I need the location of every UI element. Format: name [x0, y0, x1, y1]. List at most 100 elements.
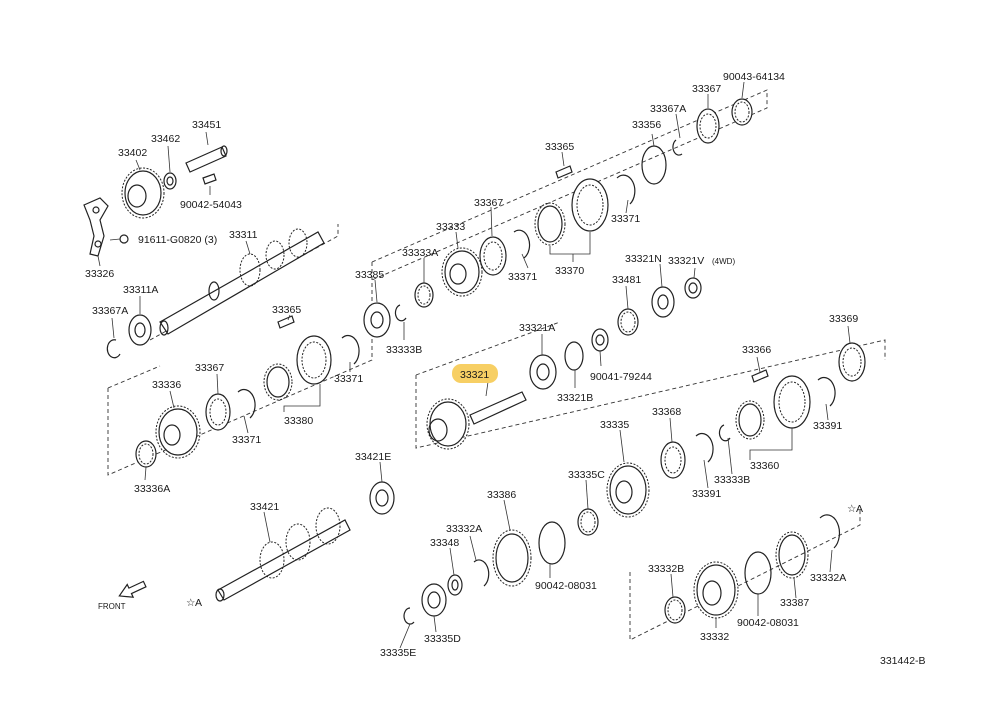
label-33348[interactable]: 33348: [430, 537, 459, 549]
label-91611[interactable]: 91611-G0820 (3): [138, 234, 217, 246]
ring-33367-mid[interactable]: [205, 393, 231, 431]
input-shaft-33321[interactable]: [426, 391, 527, 450]
label-33421E[interactable]: 33421E: [355, 451, 391, 463]
washer-90042-08031-left[interactable]: [538, 521, 566, 565]
bolt-91611[interactable]: [109, 234, 129, 244]
label-33451[interactable]: 33451: [192, 119, 221, 131]
bearing-33421E[interactable]: [369, 481, 395, 515]
label-90041-79244[interactable]: 90041-79244: [590, 371, 652, 383]
label-33333[interactable]: 33333: [436, 221, 465, 233]
bearing-33311A[interactable]: [128, 314, 152, 346]
bearing-33336A[interactable]: [135, 440, 157, 468]
key-90042-54043[interactable]: [202, 173, 217, 185]
ring-33367-far[interactable]: [696, 108, 720, 144]
label-33333A[interactable]: 33333A: [402, 247, 438, 259]
snap-ring-33367A-left[interactable]: [106, 339, 121, 359]
label-33311A[interactable]: 33311A: [123, 284, 158, 296]
label-33481[interactable]: 33481: [612, 274, 641, 286]
label-33367-mid[interactable]: 33367: [195, 362, 224, 374]
label-33335D[interactable]: 33335D: [424, 633, 461, 645]
label-33371-top2[interactable]: 33371: [611, 213, 640, 225]
label-33321B[interactable]: 33321B: [557, 392, 593, 404]
label-33391-mid[interactable]: 33391: [692, 488, 721, 500]
snap-ring-33367A-top[interactable]: [672, 139, 683, 156]
label-33367A-left[interactable]: 33367A: [92, 305, 128, 317]
key-33365-top[interactable]: [555, 165, 573, 179]
label-33336[interactable]: 33336: [152, 379, 181, 391]
label-33462[interactable]: 33462: [151, 133, 180, 145]
ring-33368[interactable]: [660, 441, 686, 479]
label-33402[interactable]: 33402: [118, 147, 147, 159]
gear-33386[interactable]: [492, 529, 532, 587]
label-33365-top[interactable]: 33365: [545, 141, 574, 153]
bearing-33321N[interactable]: [651, 286, 675, 318]
lever-33326[interactable]: [83, 197, 109, 257]
counter-shaft-33421[interactable]: [215, 507, 351, 602]
label-33371-top1[interactable]: 33371: [508, 271, 537, 283]
label-33380[interactable]: 33380: [284, 415, 313, 427]
bearing-33333A[interactable]: [414, 282, 434, 308]
label-33321N[interactable]: 33321N: [625, 253, 662, 265]
key-33365-mid[interactable]: [277, 315, 295, 329]
label-33326[interactable]: 33326: [85, 268, 114, 280]
snap-ring-33391-mid[interactable]: [695, 432, 714, 463]
shaft-33311[interactable]: [159, 228, 325, 336]
ring-33367-top[interactable]: [479, 236, 507, 276]
label-33321[interactable]: 33321: [460, 369, 489, 381]
label-33367A-top[interactable]: 33367A: [650, 103, 686, 115]
label-33321A[interactable]: 33321A: [519, 322, 555, 334]
snap-ring-33371-mid[interactable]: [341, 334, 360, 365]
bearing-33321V[interactable]: [684, 277, 702, 299]
ring-33369[interactable]: [838, 342, 866, 382]
label-33360[interactable]: 33360: [750, 460, 779, 472]
nut-90041-79244[interactable]: [591, 328, 609, 352]
snap-ring-33371-top1[interactable]: [513, 229, 531, 259]
snap-ring-33391-right[interactable]: [817, 376, 836, 407]
hub-33360[interactable]: [735, 375, 811, 440]
label-33311[interactable]: 33311: [229, 229, 258, 241]
label-90042-54043[interactable]: 90042-54043: [180, 199, 242, 211]
label-90042-08031-left[interactable]: 90042-08031: [535, 580, 597, 592]
pin-33451[interactable]: [185, 145, 228, 173]
label-33335C[interactable]: 33335C: [568, 469, 605, 481]
snap-ring-33371-low[interactable]: [237, 388, 256, 419]
label-33367-far[interactable]: 33367: [692, 83, 721, 95]
label-33370[interactable]: 33370: [555, 265, 584, 277]
label-33371-mid[interactable]: 33371: [334, 373, 363, 385]
label-33333B-mid[interactable]: 33333B: [714, 474, 750, 486]
snap-ring-33332A-left[interactable]: [473, 559, 490, 587]
bearing-33385[interactable]: [363, 302, 391, 338]
snap-ring-33332A-right[interactable]: [819, 514, 841, 549]
label-33356[interactable]: 33356: [632, 119, 661, 131]
label-33366[interactable]: 33366: [742, 344, 771, 356]
gear-33332[interactable]: [693, 561, 739, 619]
label-33368[interactable]: 33368: [652, 406, 681, 418]
label-33385[interactable]: 33385: [355, 269, 384, 281]
label-33321V[interactable]: 33321V: [668, 255, 704, 267]
label-33332A-left[interactable]: 33332A: [446, 523, 482, 535]
key-33366[interactable]: [751, 369, 769, 383]
bearing-33335D[interactable]: [421, 583, 447, 617]
bearing-90043-64134[interactable]: [731, 98, 753, 126]
label-33332[interactable]: 33332: [700, 631, 729, 643]
bearing-33481[interactable]: [617, 308, 639, 336]
bearing-33332B[interactable]: [664, 596, 686, 624]
label-90042-08031-right[interactable]: 90042-08031: [737, 617, 799, 629]
label-33365-mid[interactable]: 33365: [272, 304, 301, 316]
label-33387[interactable]: 33387: [780, 597, 809, 609]
bearing-33335C[interactable]: [577, 508, 599, 536]
snap-ring-33335E[interactable]: [403, 607, 415, 625]
snap-ring-33321B[interactable]: [564, 341, 584, 371]
bearing-33321A[interactable]: [529, 354, 557, 390]
label-90043-64134[interactable]: 90043-64134: [723, 71, 785, 83]
gear-33336[interactable]: [155, 405, 201, 459]
gear-33333[interactable]: [441, 247, 483, 297]
gear-33402[interactable]: [121, 167, 165, 219]
washer-33348[interactable]: [447, 574, 463, 596]
snap-ring-33371-top2[interactable]: [616, 174, 636, 205]
label-33391-right[interactable]: 33391: [813, 420, 842, 432]
gear-33387[interactable]: [775, 531, 809, 579]
ring-33356[interactable]: [641, 145, 667, 185]
label-33332B[interactable]: 33332B: [648, 563, 684, 575]
label-33386[interactable]: 33386: [487, 489, 516, 501]
